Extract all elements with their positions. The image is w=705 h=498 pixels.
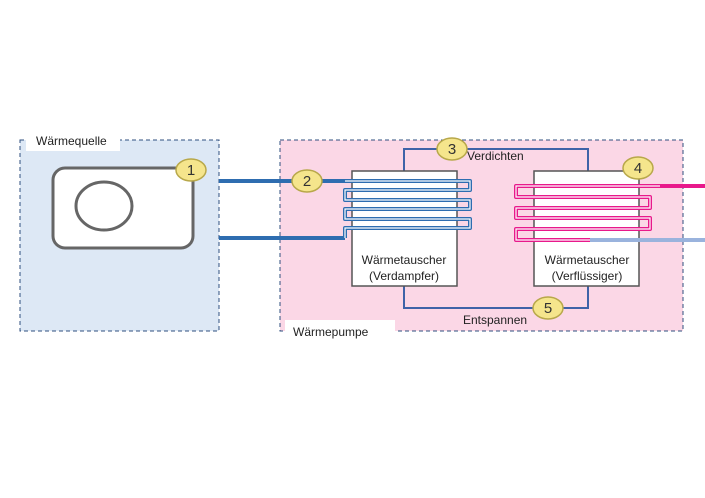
marker-1: 1 (175, 158, 207, 182)
marker-3: 3 (436, 137, 468, 161)
refrigerant-circuit (403, 148, 589, 309)
evaporator-title: Wärmetauscher (362, 253, 447, 267)
compress-label: Verdichten (467, 149, 524, 163)
evaporator-coil-inner (344, 180, 471, 238)
heat-pump-label: Wärmepumpe (293, 325, 369, 339)
marker-3-label: 3 (448, 141, 456, 158)
marker-5: 5 (532, 296, 564, 320)
condenser-coil-inner (515, 185, 660, 241)
marker-1-label: 1 (187, 162, 195, 179)
evaporator-subtitle: (Verdampfer) (369, 269, 439, 283)
heat-source-label: Wärmequelle (36, 134, 107, 148)
condenser-title: Wärmetauscher (545, 253, 630, 267)
fan-unit-icon (51, 166, 195, 250)
marker-2-label: 2 (303, 173, 311, 190)
condenser-subtitle: (Verflüssiger) (552, 269, 623, 283)
expand-label: Entspannen (463, 313, 527, 327)
source-pipes (219, 179, 345, 240)
marker-5-label: 5 (544, 300, 552, 317)
marker-2: 2 (291, 169, 323, 193)
heat-source-label-bg (26, 132, 120, 151)
marker-4-label: 4 (634, 160, 642, 177)
heat-pump-label-bg (285, 320, 395, 339)
marker-4: 4 (622, 156, 654, 180)
